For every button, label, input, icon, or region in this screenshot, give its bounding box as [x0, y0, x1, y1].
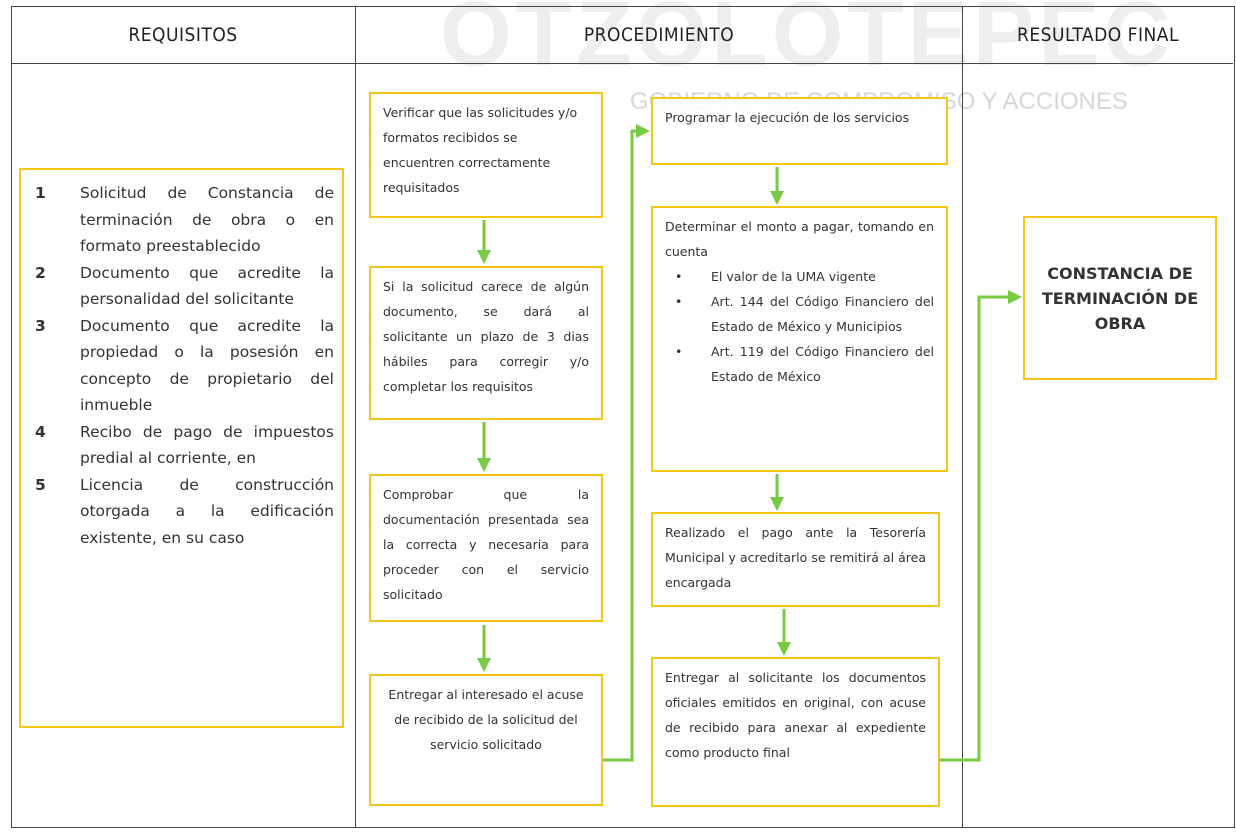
- step-text: Verificar que las solicitudes y/o format…: [383, 105, 578, 195]
- step-pago-box: Realizado el pago ante la Tesorería Muni…: [651, 512, 940, 607]
- arrowhead-icon: [1008, 290, 1022, 304]
- list-item: 2 Documento que acredite la personalidad…: [35, 260, 334, 313]
- step-verificar-box: Verificar que las solicitudes y/o format…: [369, 92, 603, 218]
- bullet-item: • El valor de la UMA vigente: [665, 264, 934, 289]
- step-comprobar-box: Comprobar que la documentación presentad…: [369, 474, 603, 622]
- bullet-item: • Art. 144 del Código Financiero del Esta…: [665, 289, 934, 339]
- bullet-icon: •: [675, 269, 683, 284]
- step-plazo-box: Si la solicitud carece de algún document…: [369, 266, 603, 420]
- step-entregar-documentos-box: Entregar al solicitante los documentos o…: [651, 657, 940, 807]
- step-intro: Determinar el monto a pagar, tomando en …: [665, 219, 934, 259]
- bullet-icon: •: [675, 344, 683, 359]
- item-text: Licencia de construcción otorgada a la e…: [80, 475, 334, 547]
- table-frame: [11, 6, 1235, 828]
- step-determinar-box: Determinar el monto a pagar, tomando en …: [651, 206, 948, 472]
- step-text: Si la solicitud carece de algún document…: [383, 279, 589, 394]
- bullet-text: Art. 119 del Código Financiero del Estad…: [711, 344, 934, 384]
- list-item: 4 Recibo de pago de impuestos predial al…: [35, 419, 334, 472]
- watermark-brand: OTZOLOTEPEC: [440, 0, 1174, 85]
- bullet-text: Art. 144 del Código Financiero del Estad…: [711, 294, 934, 334]
- header-divider: [11, 63, 1233, 64]
- bullet-text: El valor de la UMA vigente: [711, 269, 876, 284]
- list-item: 1 Solicitud de Constancia de terminación…: [35, 180, 334, 260]
- arrowhead-icon: [770, 191, 784, 205]
- item-number: 4: [35, 422, 46, 441]
- list-item: 5 Licencia de construcción otorgada a la…: [35, 472, 334, 552]
- arrow-connector: [940, 295, 1009, 762]
- arrowhead-icon: [477, 658, 491, 672]
- item-text: Solicitud de Constancia de terminación d…: [80, 184, 334, 255]
- step-programar-box: Programar la ejecución de los servicios: [651, 97, 948, 165]
- column-header-procedimiento: PROCEDIMIENTO: [583, 23, 735, 46]
- item-number: 1: [35, 184, 46, 202]
- step-entregar-acuse-box: Entregar al interesado el acuse de recib…: [369, 674, 603, 806]
- step-text: Programar la ejecución de los servicios: [665, 110, 910, 125]
- step-text: Realizado el pago ante la Tesorería Muni…: [665, 525, 926, 590]
- resultado-final-text: CONSTANCIA DE TERMINACIÓN DE OBRA: [1041, 263, 1199, 333]
- resultado-final-box: CONSTANCIA DE TERMINACIÓN DE OBRA: [1023, 216, 1217, 380]
- arrowhead-icon: [477, 458, 491, 472]
- step-text: Comprobar que la documentación presentad…: [383, 487, 589, 602]
- column-divider: [355, 6, 356, 828]
- item-text: Documento que acredite la personalidad d…: [80, 263, 334, 309]
- requisitos-box: 1 Solicitud de Constancia de terminación…: [19, 168, 344, 728]
- step-text: Entregar al interesado el acuse de recib…: [388, 687, 584, 752]
- step-text: Entregar al solicitante los documentos o…: [665, 670, 926, 760]
- arrow-connector: [603, 129, 637, 762]
- item-text: Documento que acredite la propiedad o la…: [80, 316, 334, 415]
- item-number: 2: [35, 263, 46, 282]
- item-number: 3: [35, 316, 46, 335]
- bullet-icon: •: [675, 294, 683, 309]
- arrowhead-icon: [777, 642, 791, 656]
- arrowhead-icon: [770, 497, 784, 511]
- arrowhead-icon: [636, 124, 650, 138]
- item-text: Recibo de pago de impuestos predial al c…: [80, 422, 334, 468]
- column-header-requisitos: REQUISITOS: [128, 23, 238, 46]
- item-number: 5: [35, 475, 46, 494]
- arrowhead-icon: [477, 250, 491, 264]
- column-divider: [962, 6, 963, 828]
- column-header-resultado: RESULTADO FINAL: [1016, 23, 1179, 46]
- list-item: 3 Documento que acredite la propiedad o …: [35, 313, 334, 419]
- bullet-item: • Art. 119 del Código Financiero del Esta…: [665, 339, 934, 389]
